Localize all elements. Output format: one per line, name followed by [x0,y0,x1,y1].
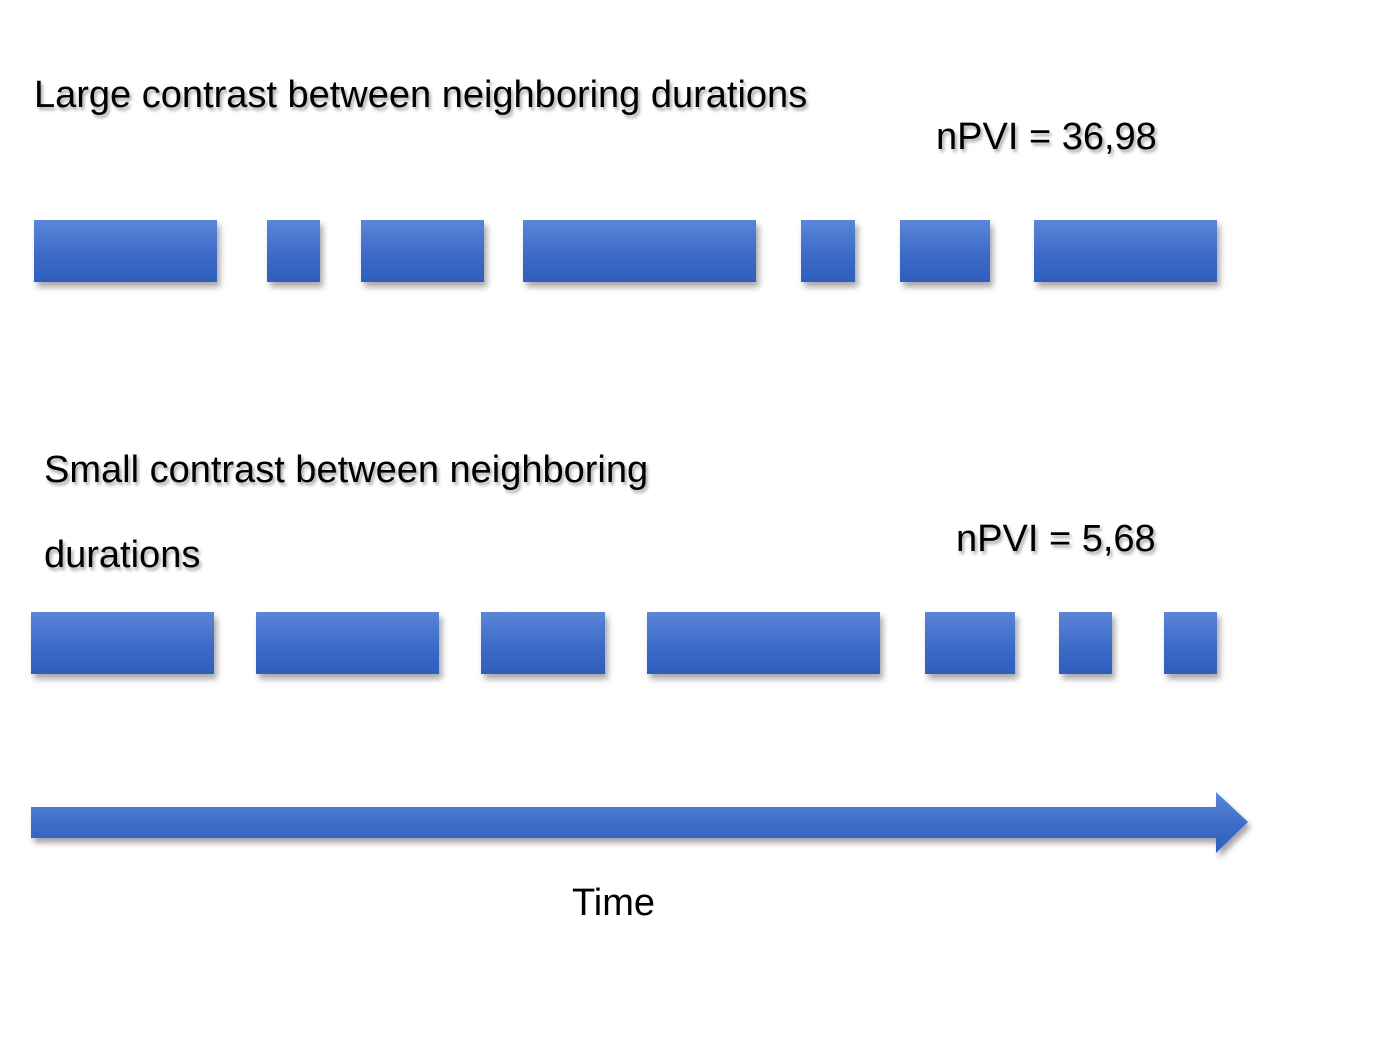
bottom-duration-segment [481,612,605,674]
bottom-heading-line1: Small contrast between neighboring [44,449,649,491]
bottom-npvi-label: nPVI = 5,68 [956,518,1156,560]
time-arrow-shape [31,792,1248,853]
bottom-duration-segment [925,612,1015,674]
bottom-duration-segment [31,612,214,674]
bottom-duration-segment [1059,612,1112,674]
time-axis-label: Time [572,882,656,924]
top-duration-segment [523,220,756,282]
top-duration-segment [900,220,990,282]
bottom-heading-line2: durations [44,534,201,576]
top-duration-segment [361,220,484,282]
top-duration-segment [801,220,855,282]
bottom-duration-segment [647,612,880,674]
bottom-duration-segment [256,612,439,674]
top-duration-segment [34,220,217,282]
top-heading: Large contrast between neighboring durat… [34,74,808,116]
bottom-duration-segment [1164,612,1217,674]
top-npvi-label: nPVI = 36,98 [936,116,1157,158]
top-duration-segment [1034,220,1217,282]
top-duration-segment [267,220,320,282]
